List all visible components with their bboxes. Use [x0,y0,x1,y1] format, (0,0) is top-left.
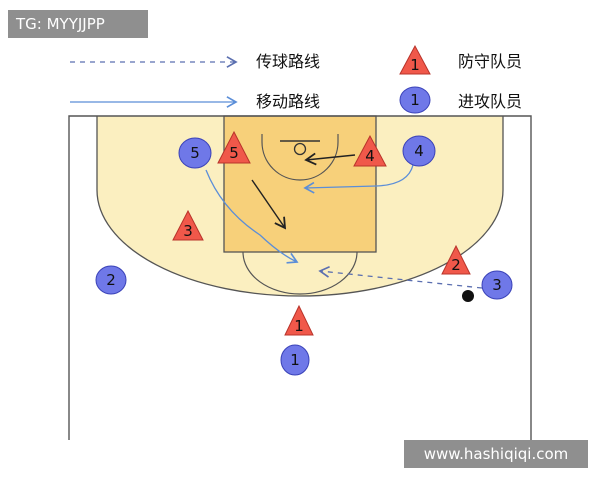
svg-text:5: 5 [229,144,239,162]
three-point-line [96,116,504,297]
pass-line-3 [318,266,483,289]
svg-text:1: 1 [294,317,304,335]
court-boundary [68,115,532,440]
free-throw-arc [242,251,358,295]
legend-defender-label: 防守队员 [458,52,522,71]
svg-text:1: 1 [290,351,300,369]
restricted-arc [261,141,339,181]
attacker-5: 5 [178,137,212,169]
legend-attacker-label: 进攻队员 [458,92,522,111]
legend-defender-icon: 1 [399,44,431,75]
svg-text:2: 2 [106,271,116,289]
legend-move-label: 移动路线 [256,92,320,111]
attacker-3: 3 [481,270,513,300]
svg-text:4: 4 [365,147,375,165]
attacker-1: 1 [280,344,310,376]
svg-text:1: 1 [410,56,420,74]
ball [462,290,474,302]
legend-attacker-icon: 1 [399,86,431,114]
svg-text:5: 5 [190,144,200,162]
svg-text:4: 4 [414,142,424,160]
play-paths [205,152,483,302]
defender-5: 5 [217,130,251,164]
defender-4-move [304,152,356,166]
legend-pass-label: 传球路线 [256,52,320,71]
legend: 传球路线 移动路线 1 防守队员 1 进攻队员 [70,44,522,114]
watermark: www.hashiqiqi.com [404,440,588,468]
source-tag: TG: MYYJJPP [8,10,148,38]
defender-1: 1 [284,304,314,336]
attacker-4: 4 [402,135,436,167]
svg-text:1: 1 [410,91,420,109]
svg-text:3: 3 [492,276,502,294]
attacker-2: 2 [95,265,127,295]
svg-text:2: 2 [451,256,461,274]
defender-4: 4 [353,134,387,167]
defender-3: 3 [172,209,204,241]
defender-2: 2 [441,244,471,275]
move-path-5 [205,169,299,264]
paint-key [223,115,377,253]
rim [293,142,307,156]
move-path-4 [303,164,414,194]
svg-text:3: 3 [183,222,193,240]
defender-5-move [251,179,287,230]
half-court [68,115,532,440]
